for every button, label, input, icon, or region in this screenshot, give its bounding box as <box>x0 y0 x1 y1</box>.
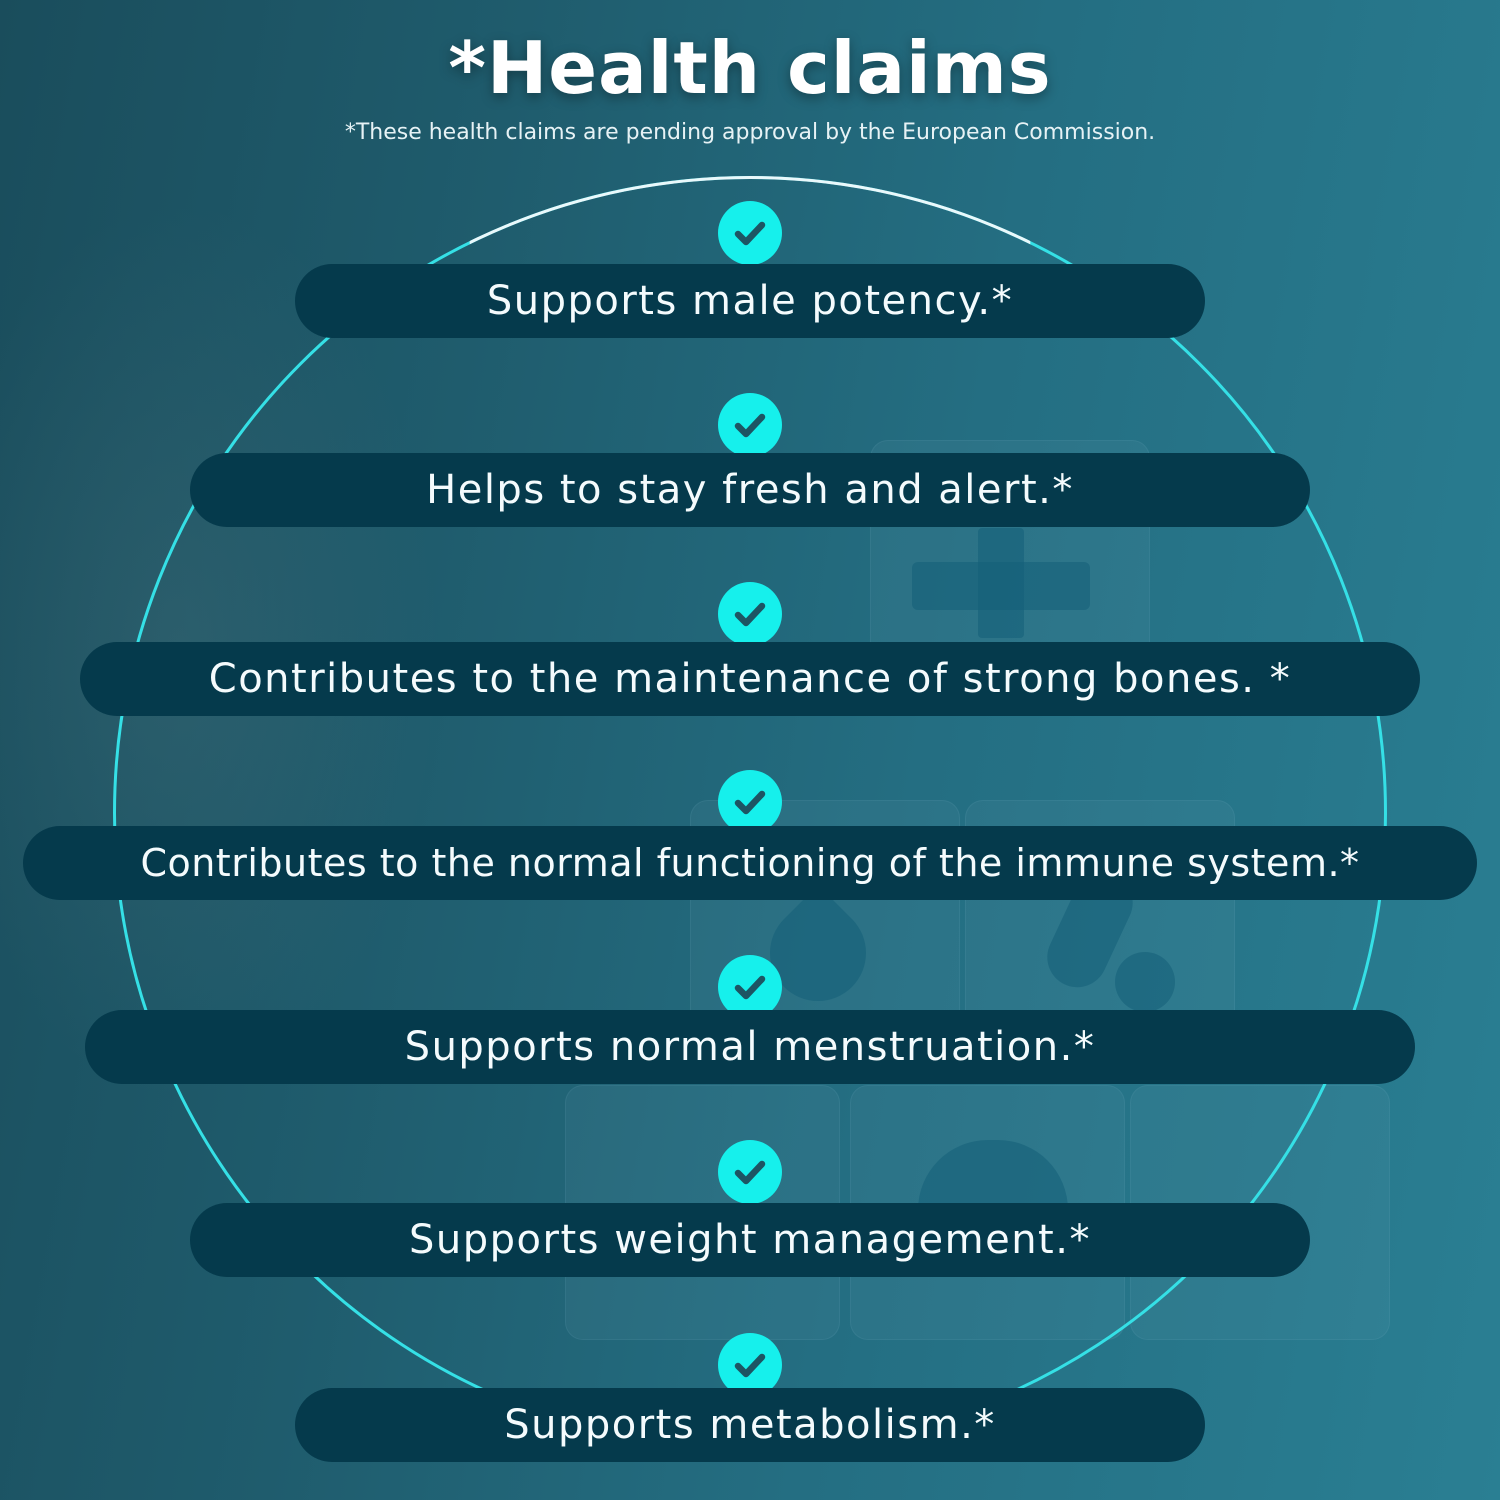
check-circle-icon <box>718 1140 782 1204</box>
decorative-circle-highlight <box>469 176 1031 278</box>
claim-label: Supports metabolism.* <box>295 1388 1205 1462</box>
check-circle-icon <box>718 201 782 265</box>
claim-label: Helps to stay fresh and alert.* <box>190 453 1310 527</box>
claim-label: Supports male potency.* <box>295 264 1205 338</box>
claim-label: Contributes to the normal functioning of… <box>23 826 1477 900</box>
check-circle-icon <box>718 1333 782 1397</box>
page-title: *Health claims <box>448 26 1052 110</box>
check-circle-icon <box>718 582 782 646</box>
check-circle-icon <box>718 955 782 1019</box>
check-circle-icon <box>718 393 782 457</box>
disclaimer-text: *These health claims are pending approva… <box>344 120 1156 145</box>
claim-label: Contributes to the maintenance of strong… <box>80 642 1420 716</box>
check-circle-icon <box>718 770 782 834</box>
claim-label: Supports weight management.* <box>190 1203 1310 1277</box>
claim-label: Supports normal menstruation.* <box>85 1010 1415 1084</box>
